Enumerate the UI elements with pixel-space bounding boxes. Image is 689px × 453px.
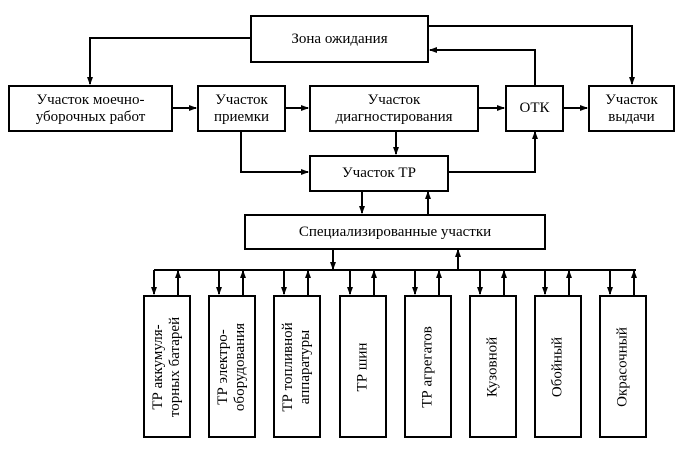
- specialized-unit-label: Окрасочный: [614, 326, 631, 407]
- node-specialized-label: Специализированные участки: [298, 223, 492, 240]
- node-otk-label: ОТК: [519, 100, 550, 116]
- specialized-unit-2: ТР электро-оборудования: [208, 295, 256, 438]
- node-diagnostics-label: Участок диагностирования: [335, 91, 453, 125]
- node-issue: Участок выдачи: [588, 85, 675, 132]
- node-waiting-zone-label: Зона ожидания: [291, 30, 388, 47]
- specialized-unit-5: ТР агрегатов: [404, 295, 452, 438]
- node-waiting-zone: Зона ожидания: [250, 15, 429, 63]
- specialized-unit-4: ТР шин: [339, 295, 387, 438]
- specialized-unit-label: ТР аккумуля-торных батарей: [150, 316, 183, 417]
- specialized-unit-label: ТР шин: [354, 342, 371, 391]
- node-specialized: Специализированные участки: [244, 214, 546, 250]
- node-tr: Участок ТР: [309, 155, 449, 192]
- node-washing: Участок моечно- уборочных работ: [8, 85, 173, 132]
- specialized-unit-1: ТР аккумуля-торных батарей: [143, 295, 191, 438]
- node-diagnostics: Участок диагностирования: [309, 85, 479, 132]
- node-tr-label: Участок ТР: [342, 165, 416, 181]
- edge-waiting-to-washing: [87, 37, 250, 85]
- specialized-unit-7: Обойный: [534, 295, 582, 438]
- node-reception-label: Участок приемки: [213, 91, 270, 125]
- edge-waiting-to-issue: [428, 25, 635, 85]
- edge-reception-to-tr: [240, 131, 309, 175]
- specialized-unit-label: ТР агрегатов: [419, 325, 436, 408]
- node-reception: Участок приемки: [197, 85, 286, 132]
- node-otk: ОТК: [505, 85, 564, 132]
- node-washing-label: Участок моечно- уборочных работ: [35, 91, 146, 125]
- specialized-unit-label: ТР электро-оборудования: [215, 322, 248, 411]
- specialized-unit-6: Кузовной: [469, 295, 517, 438]
- edge-tr-to-otk: [448, 131, 538, 173]
- edge-otk-to-waiting: [429, 47, 536, 85]
- node-issue-label: Участок выдачи: [605, 91, 658, 125]
- specialized-unit-8: Окрасочный: [599, 295, 647, 438]
- specialized-unit-label: Кузовной: [484, 336, 501, 397]
- specialized-unit-label: Обойный: [549, 336, 566, 397]
